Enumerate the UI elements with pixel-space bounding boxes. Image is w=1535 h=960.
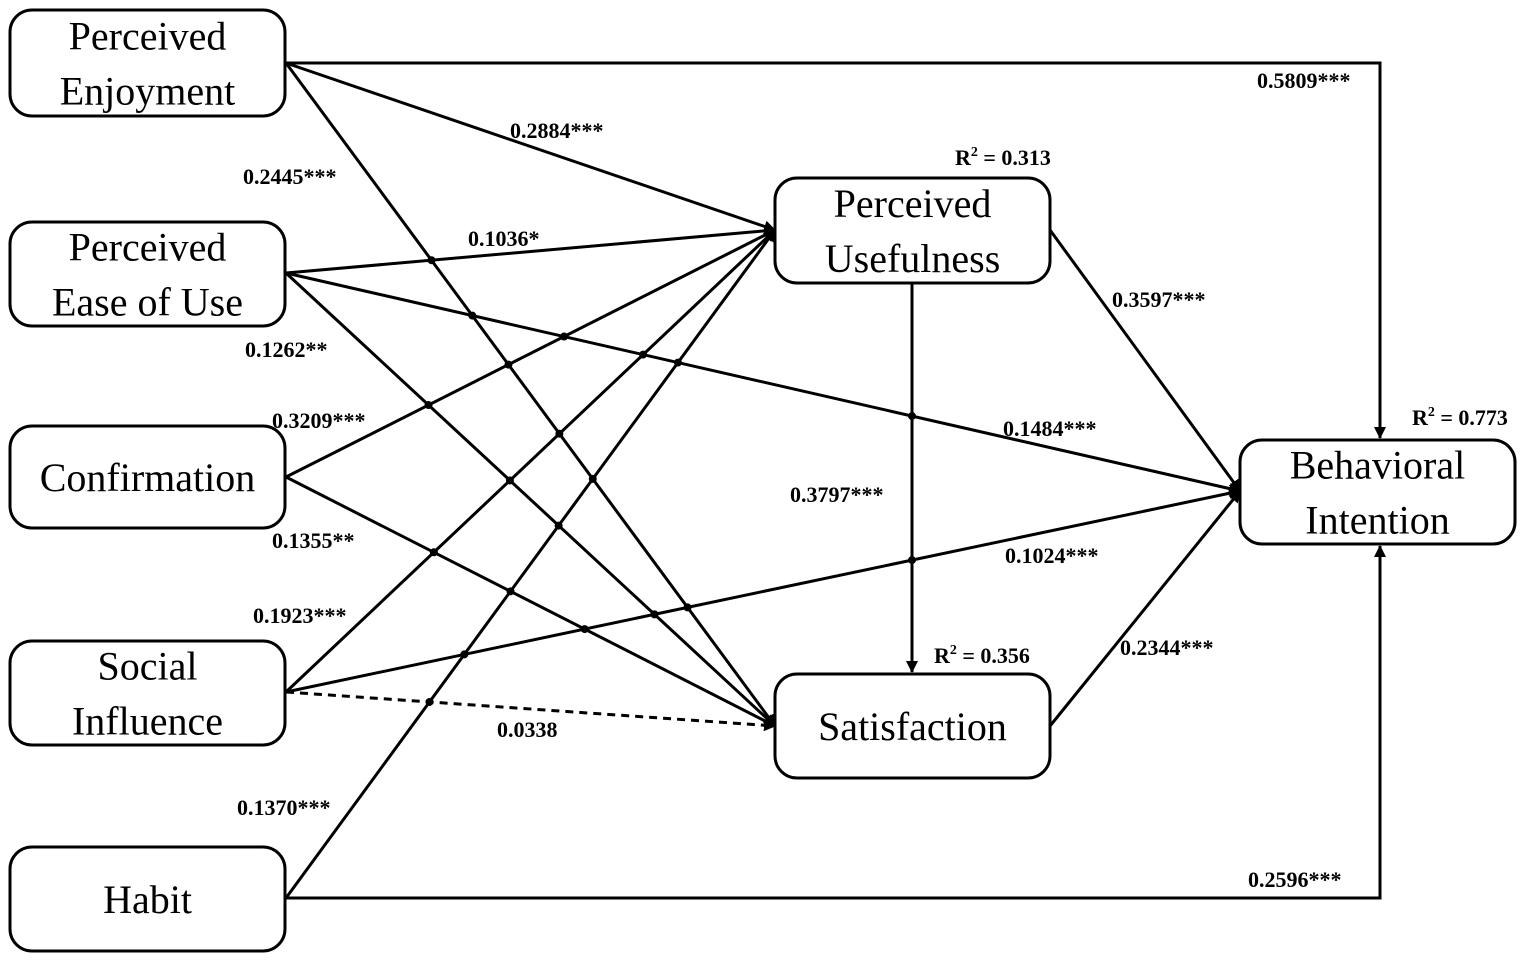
node-satisfaction: Satisfaction (773, 672, 1052, 780)
coefficient-labels-layer: 0.5809*** 0.2884*** 0.2445*** 0.1036* 0.1262… (237, 68, 1351, 892)
r-squared-value: = 0.356 (957, 643, 1030, 668)
line-crossing-dot (560, 332, 569, 341)
path-coefficient-habit-to-perceived-usefulness: 0.1370*** (237, 795, 331, 820)
line-crossing-dot (588, 474, 597, 483)
node-box (8, 8, 287, 118)
node-label-line: Social (98, 644, 198, 689)
line-crossing-dot (908, 412, 916, 421)
line-crossing-dot (424, 401, 433, 410)
crossing-dots-layer (424, 256, 916, 706)
line-crossing-dot (673, 358, 682, 367)
node-box (8, 639, 287, 747)
line-crossing-dot (650, 610, 659, 619)
node-label-line: Habit (103, 877, 192, 922)
node-confirmation: Confirmation (8, 424, 287, 530)
node-label-line: Usefulness (825, 236, 1001, 281)
node-label-line: Enjoyment (60, 69, 236, 114)
path-arrow-confirmation-to-perceived-usefulness (285, 228, 776, 479)
r-squared-prefix: R (1412, 405, 1429, 430)
path-coefficient-perceived-enjoyment-to-behavioral-intention: 0.5809*** (1257, 68, 1351, 93)
r-squared-superscript: 2 (971, 145, 978, 160)
path-arrow-perceived-ease-of-use-to-behavioral-intention (285, 271, 1241, 495)
path-arrow-perceived-ease-of-use-to-satisfaction (284, 271, 777, 728)
r-squared-value: = 0.313 (978, 145, 1051, 170)
r-squared-superscript: 2 (950, 643, 957, 658)
node-label-line: Influence (72, 699, 223, 744)
path-coefficient-perceived-ease-of-use-to-behavioral-intention: 0.1484*** (1003, 416, 1097, 441)
path-arrow-perceived-enjoyment-to-behavioral-intention (286, 61, 1386, 439)
path-coefficient-habit-to-behavioral-intention: 0.2596*** (1248, 867, 1342, 892)
r-squared-prefix: R (934, 643, 951, 668)
r-squared-superscript: 2 (1428, 405, 1435, 420)
r-squared-behavioral-intention: R2 = 0.773 (1412, 405, 1508, 430)
line-crossing-dot (554, 521, 563, 530)
path-coefficient-social-influence-to-satisfaction: 0.0338 (497, 717, 558, 742)
path-arrow-perceived-usefulness-to-behavioral-intention (1048, 229, 1242, 492)
edges-layer (284, 61, 1386, 900)
path-coefficient-social-influence-to-behavioral-intention: 0.1024*** (1005, 543, 1099, 568)
line-crossing-dot (504, 360, 513, 369)
path-arrow-habit-to-behavioral-intention (286, 545, 1386, 900)
path-coefficient-perceived-usefulness-to-satisfaction: 0.3797*** (790, 482, 884, 507)
r-squared-value: = 0.773 (1435, 405, 1508, 430)
node-label-line: Ease of Use (52, 280, 243, 325)
node-box (8, 220, 287, 328)
path-coefficient-confirmation-to-satisfaction: 0.1355** (272, 528, 355, 553)
node-box (773, 672, 1052, 780)
node-label-line: Behavioral (1290, 443, 1466, 488)
path-arrow-satisfaction-to-behavioral-intention (1048, 490, 1242, 727)
path-coefficient-confirmation-to-perceived-usefulness: 0.3209*** (272, 408, 366, 433)
line-crossing-dot (427, 256, 436, 265)
line-crossing-dot (468, 311, 477, 320)
line-crossing-dot (505, 476, 514, 485)
node-label-line: Intention (1305, 498, 1449, 543)
r-squared-prefix: R (955, 145, 972, 170)
path-arrow-social-influence-to-satisfaction (285, 690, 776, 732)
path-arrow-perceived-ease-of-use-to-perceived-usefulness (285, 224, 776, 275)
node-label-line: Perceived (69, 14, 227, 59)
line-crossing-dot (425, 697, 434, 706)
line-crossing-dot (506, 587, 515, 596)
node-label-line: Satisfaction (818, 704, 1007, 749)
path-coefficient-satisfaction-to-behavioral-intention: 0.2344*** (1120, 635, 1214, 660)
path-coefficient-perceived-enjoyment-to-perceived-usefulness: 0.2884*** (510, 118, 604, 143)
line-crossing-dot (429, 548, 438, 557)
node-box (1238, 438, 1517, 546)
node-box (8, 845, 287, 953)
path-coefficient-perceived-usefulness-to-behavioral-intention: 0.3597*** (1112, 287, 1206, 312)
node-label-line: Perceived (834, 181, 992, 226)
path-arrow-habit-to-perceived-usefulness (284, 229, 777, 899)
path-arrow-perceived-enjoyment-to-satisfaction (284, 62, 777, 727)
line-crossing-dot (555, 429, 564, 438)
path-coefficient-perceived-enjoyment-to-satisfaction: 0.2445*** (243, 164, 337, 189)
path-coefficient-social-influence-to-perceived-usefulness: 0.1923*** (253, 603, 347, 628)
path-coefficient-perceived-ease-of-use-to-satisfaction: 0.1262** (245, 337, 328, 362)
node-box (773, 176, 1052, 285)
path-arrow-social-influence-to-perceived-usefulness (284, 228, 777, 694)
path-arrow-perceived-enjoyment-to-perceived-usefulness (285, 61, 776, 233)
path-arrow-confirmation-to-satisfaction (285, 475, 776, 728)
line-crossing-dot (639, 350, 648, 359)
path-arrow-social-influence-to-behavioral-intention (285, 487, 1241, 694)
node-label-line: Perceived (69, 225, 227, 270)
path-coefficient-perceived-ease-of-use-to-perceived-usefulness: 0.1036* (468, 226, 540, 251)
line-crossing-dot (908, 556, 916, 565)
node-habit: Habit (8, 845, 287, 953)
line-crossing-dot (460, 650, 469, 659)
r-squared-perceived-usefulness: R2 = 0.313 (955, 145, 1051, 170)
node-label-line: Confirmation (40, 455, 256, 500)
line-crossing-dot (683, 603, 692, 612)
line-crossing-dot (580, 625, 589, 634)
r-squared-satisfaction: R2 = 0.356 (934, 643, 1030, 668)
node-box (8, 424, 287, 530)
